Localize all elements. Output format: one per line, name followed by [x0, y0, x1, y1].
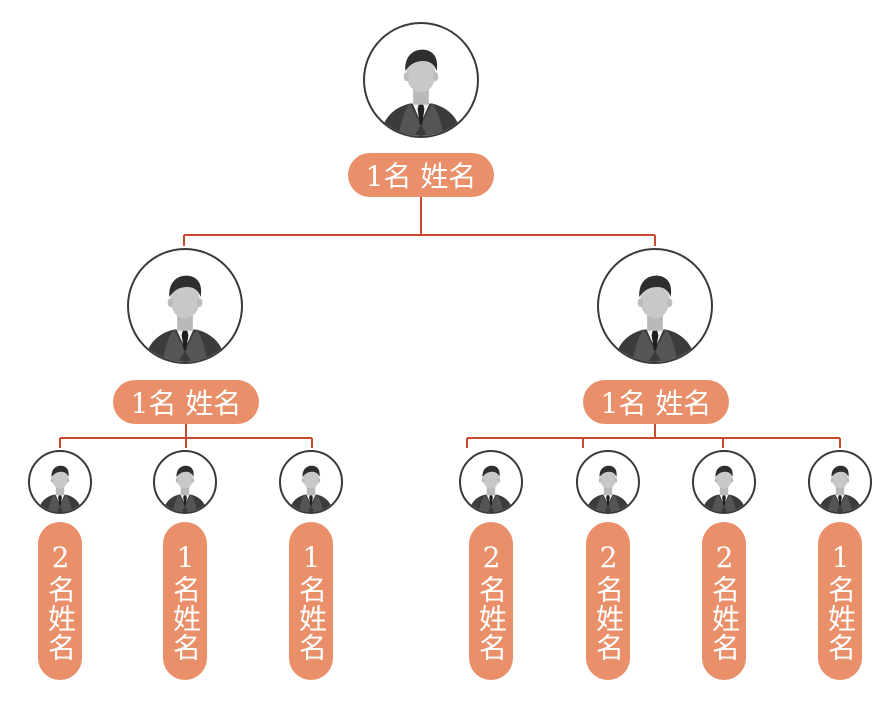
node-right-label: 1名 姓名	[583, 380, 729, 424]
node-l2-label: 1名姓名	[163, 522, 207, 680]
person-avatar-icon	[38, 465, 82, 512]
person-avatar-icon	[702, 465, 746, 512]
node-r1-label: 2名姓名	[469, 522, 513, 680]
avatar-r2	[576, 450, 640, 514]
node-root-label: 1名 姓名	[348, 153, 494, 197]
node-label-text: 2名姓名	[44, 540, 77, 662]
node-label-text: 1名 姓名	[365, 160, 477, 193]
node-r3-label: 2名姓名	[702, 522, 746, 680]
node-label-text: 2名姓名	[708, 540, 741, 662]
node-r2-label: 2名姓名	[586, 522, 630, 680]
node-label-text: 2名姓名	[592, 540, 625, 662]
node-label-text: 1名 姓名	[600, 387, 712, 420]
person-avatar-icon	[818, 465, 862, 512]
person-avatar-icon	[289, 465, 333, 512]
person-avatar-icon	[144, 275, 226, 362]
node-label-text: 2名姓名	[475, 540, 508, 662]
node-label-text: 1名姓名	[169, 540, 202, 662]
avatar-l1	[28, 450, 92, 514]
person-avatar-icon	[380, 49, 462, 136]
node-label-text: 1名 姓名	[130, 387, 242, 420]
person-avatar-icon	[614, 275, 696, 362]
node-label-text: 1名姓名	[824, 540, 857, 662]
avatar-left	[127, 248, 243, 364]
avatar-l2	[153, 450, 217, 514]
avatar-r1	[459, 450, 523, 514]
node-l1-label: 2名姓名	[38, 522, 82, 680]
avatar-right	[597, 248, 713, 364]
node-left-label: 1名 姓名	[113, 380, 259, 424]
person-avatar-icon	[469, 465, 513, 512]
person-avatar-icon	[586, 465, 630, 512]
node-label-text: 1名姓名	[295, 540, 328, 662]
node-l3-label: 1名姓名	[289, 522, 333, 680]
person-avatar-icon	[163, 465, 207, 512]
avatar-root	[363, 22, 479, 138]
avatar-r4	[808, 450, 872, 514]
node-r4-label: 1名姓名	[818, 522, 862, 680]
avatar-l3	[279, 450, 343, 514]
avatar-r3	[692, 450, 756, 514]
